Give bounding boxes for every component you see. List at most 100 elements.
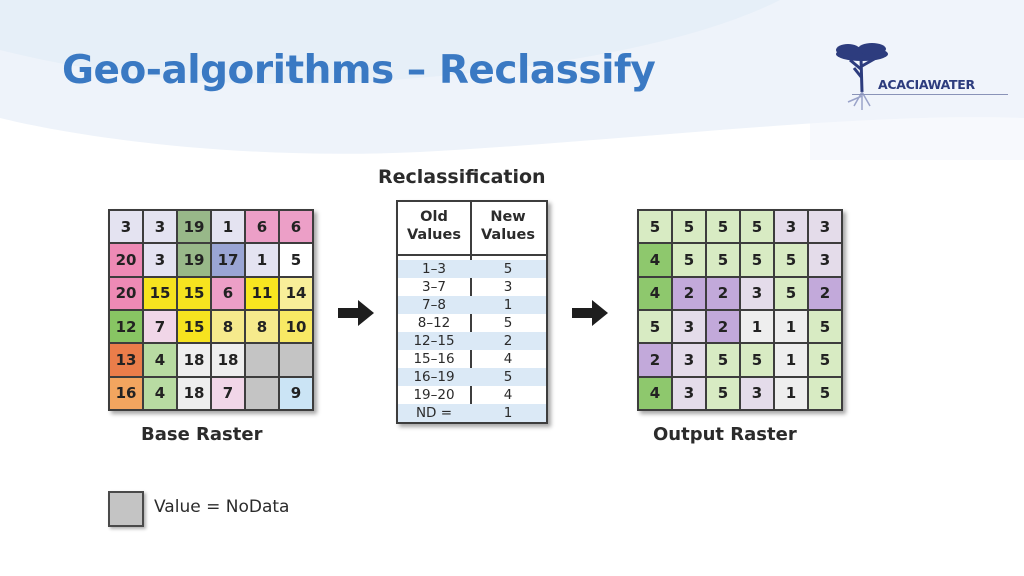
output-cell: 2 [673,277,705,309]
new-values-header-line1: New [490,209,526,225]
output-cell: 3 [673,344,705,376]
base-cell: 19 [178,244,210,276]
old-values-header-line2: Values [407,227,461,243]
base-cell: 17 [212,244,244,276]
base-cell: 11 [246,277,278,309]
base-cell: 15 [144,277,176,309]
table-row: 19–20 4 [398,386,546,404]
table-row: 3–7 3 [398,278,546,296]
old-value-cell: 15–16 [413,351,455,367]
output-cell: 5 [741,211,773,243]
old-values-header-line1: Old [420,209,448,225]
output-cell: 5 [741,344,773,376]
output-cell: 3 [673,311,705,343]
base-cell: 10 [280,311,312,343]
base-raster-caption: Base Raster [141,424,263,445]
base-cell: 6 [280,211,312,243]
base-cell: 8 [212,311,244,343]
reclassification-title: Reclassification [378,166,546,188]
output-cell: 5 [639,211,671,243]
old-value-cell: 12–15 [413,333,455,349]
new-value-cell: 2 [503,333,513,349]
base-cell: 8 [246,311,278,343]
old-values-header: Old Values [398,208,470,244]
slide-title: Geo-algorithms – Reclassify [62,48,656,93]
base-cell [280,344,312,376]
right-arrow-icon [338,300,374,326]
base-cell: 3 [110,211,142,243]
table-row: 15–16 4 [398,350,546,368]
acacia-water-logo: ACACIAWATER [832,40,1008,112]
base-cell: 1 [212,211,244,243]
table-row: 16–19 5 [398,368,546,386]
base-cell: 7 [144,311,176,343]
output-cell: 2 [809,277,841,309]
nodata-legend-label: Value = NoData [154,497,290,517]
new-value-cell: 4 [503,351,513,367]
new-value-cell: 1 [503,405,513,421]
output-cell: 3 [809,211,841,243]
output-cell: 1 [775,344,807,376]
base-cell: 14 [280,277,312,309]
output-cell: 5 [707,211,739,243]
output-cell: 5 [707,377,739,409]
base-cell: 5 [280,244,312,276]
output-cell: 2 [639,344,671,376]
old-value-cell: 16–19 [413,369,455,385]
base-cell: 4 [144,377,176,409]
old-value-cell: 19–20 [413,387,455,403]
new-value-cell: 5 [503,369,513,385]
output-cell: 5 [809,344,841,376]
output-cell: 4 [639,277,671,309]
logo-text: ACACIAWATER [878,77,975,92]
base-cell: 7 [212,377,244,409]
base-cell: 16 [110,377,142,409]
base-cell: 6 [212,277,244,309]
table-row: 12–15 2 [398,332,546,350]
right-arrow-icon [572,300,608,326]
base-cell: 6 [246,211,278,243]
logo-underline [852,94,1008,95]
output-cell: 4 [639,377,671,409]
output-raster-caption: Output Raster [653,424,797,445]
output-cell: 5 [809,377,841,409]
base-cell: 15 [178,311,210,343]
output-cell: 5 [673,211,705,243]
output-cell: 2 [707,311,739,343]
new-value-cell: 4 [503,387,513,403]
new-values-header: New Values [472,208,544,244]
output-cell: 5 [707,344,739,376]
old-value-cell: ND = [415,405,453,421]
base-cell: 18 [178,377,210,409]
output-cell: 4 [639,244,671,276]
output-cell: 3 [741,377,773,409]
base-cell: 12 [110,311,142,343]
new-value-cell: 5 [503,261,513,277]
output-cell: 3 [673,377,705,409]
nodata-legend-swatch [108,491,144,527]
output-cell: 1 [741,311,773,343]
base-cell: 15 [178,277,210,309]
output-cell: 1 [775,377,807,409]
base-cell: 4 [144,344,176,376]
new-values-header-line2: Values [481,227,535,243]
base-cell [246,344,278,376]
base-cell: 9 [280,377,312,409]
output-cell: 5 [741,244,773,276]
old-value-cell: 8–12 [417,315,451,331]
output-cell: 3 [741,277,773,309]
new-value-cell: 3 [503,279,513,295]
output-cell: 3 [809,244,841,276]
old-value-cell: 3–7 [422,279,446,295]
base-cell: 13 [110,344,142,376]
output-cell: 5 [775,244,807,276]
base-cell [246,377,278,409]
old-value-cell: 7–8 [422,297,446,313]
table-row: ND = 1 [398,404,546,422]
